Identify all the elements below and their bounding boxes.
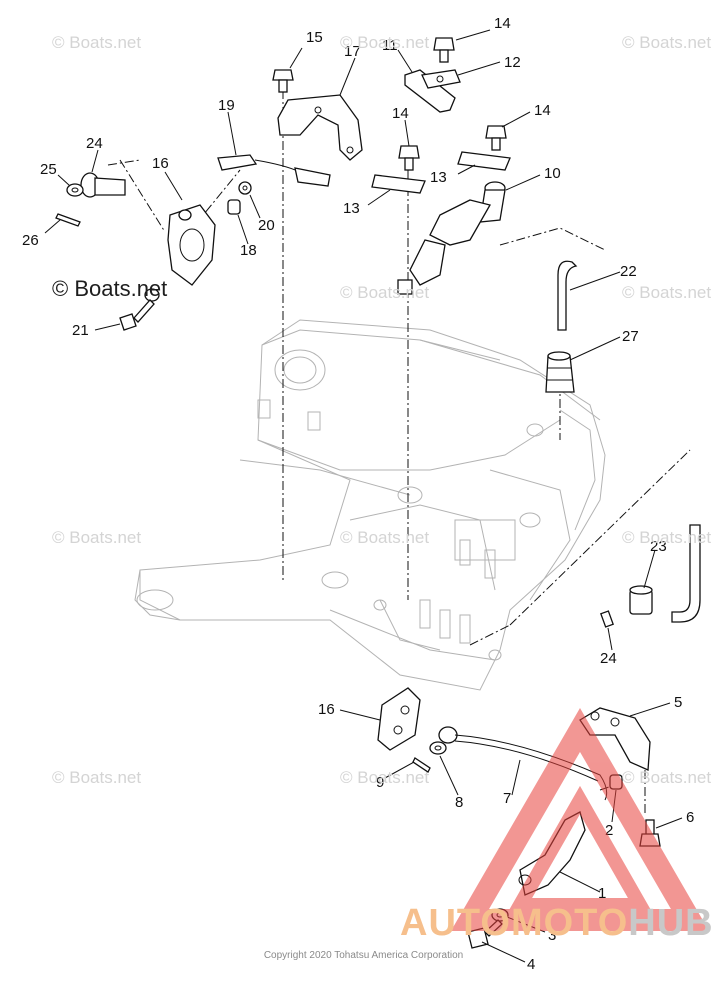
callout-13b: 13 [343, 200, 360, 217]
callout-20: 20 [258, 217, 275, 234]
part-28-washer [66, 183, 84, 197]
watermark-dark: © Boats.net [52, 276, 168, 301]
part-15-bolt [272, 69, 294, 93]
part-18-lever [167, 204, 216, 286]
callout-16: 16 [318, 701, 335, 718]
part-9-pin [412, 757, 431, 773]
callout-8: 8 [455, 794, 463, 811]
watermark: © Boats.net [52, 528, 142, 547]
watermark: © Boats.net [340, 768, 430, 787]
part-25-pin [600, 610, 614, 628]
part-23-hose [557, 260, 578, 331]
watermark: © Boats.net [622, 768, 712, 787]
callout-14b: 14 [392, 105, 409, 122]
part-29-pin [55, 213, 81, 227]
callout-22: 19 [218, 97, 235, 114]
part-8-washer [429, 741, 447, 755]
callout-5: 5 [674, 694, 682, 711]
callout-19: 18 [240, 242, 257, 259]
callout-9: 9 [376, 774, 384, 791]
part-7-link-rod [438, 726, 608, 801]
callout-4: 4 [527, 956, 535, 973]
callout-29: 26 [22, 232, 39, 249]
part-17-bracket [277, 94, 363, 161]
callout-14a: 14 [494, 15, 511, 32]
part-14-bolts [398, 37, 507, 171]
callout-27: 24 [86, 135, 103, 152]
watermark: © Boats.net [622, 33, 712, 52]
part-21-bolt [119, 288, 160, 331]
part-hose-right [671, 524, 701, 623]
callout-6: 6 [686, 809, 694, 826]
callout-numbers: 15 17 11 14 12 14 14 13 13 10 19 24 25 1… [22, 15, 694, 973]
part-16-plate [377, 687, 421, 751]
callout-25: 24 [600, 650, 617, 667]
part-12-plate [421, 69, 461, 89]
callout-1: 1 [598, 885, 606, 902]
callout-13a: 13 [430, 169, 447, 186]
watermark: © Boats.net [340, 283, 430, 302]
callout-7: 7 [503, 790, 511, 807]
part-19-collar [227, 199, 241, 215]
watermark: © Boats.net [52, 33, 142, 52]
lower-cowl-pan [134, 319, 606, 691]
callout-2: 2 [605, 822, 613, 839]
callout-12: 12 [504, 54, 521, 71]
callout-14c: 14 [534, 102, 551, 119]
logo-text-hub: HUB [628, 902, 714, 944]
watermark: © Boats.net [340, 528, 430, 547]
watermark: © Boats.net [622, 528, 712, 547]
part-13-plates [371, 151, 511, 194]
callout-18: 16 [152, 155, 169, 172]
part-27-ball-joint [80, 172, 126, 198]
callout-23: 22 [620, 263, 637, 280]
callout-26: 27 [622, 328, 639, 345]
watermark: © Boats.net [622, 283, 712, 302]
part-10-throttle-assembly [397, 181, 506, 295]
automotohub-logo: AUTOMOTOHUB [400, 902, 714, 945]
part-26-grommet [545, 351, 575, 393]
callout-17: 17 [344, 43, 361, 60]
part-24-cap [629, 585, 653, 615]
callout-11: 11 [382, 37, 398, 54]
callout-3: 3 [548, 927, 556, 944]
watermark: © Boats.net [52, 768, 142, 787]
part-20-washer [238, 181, 252, 195]
callout-15: 15 [306, 29, 323, 46]
assembly-lines [107, 90, 691, 815]
logo-text-automoto: AUTOMOTO [400, 902, 629, 944]
copyright-notice: Copyright 2020 Tohatsu America Corporati… [263, 950, 464, 961]
automotohub-logo-mark [450, 708, 710, 931]
part-5-bracket [579, 707, 651, 771]
part-11-clamp [404, 69, 456, 113]
callout-24: 23 [650, 538, 667, 555]
part-22-cable [217, 154, 331, 187]
watermark: © Boats.net [340, 33, 430, 52]
callout-21: 21 [72, 322, 89, 339]
callout-28: 25 [40, 161, 57, 178]
callout-10: 10 [544, 165, 561, 182]
